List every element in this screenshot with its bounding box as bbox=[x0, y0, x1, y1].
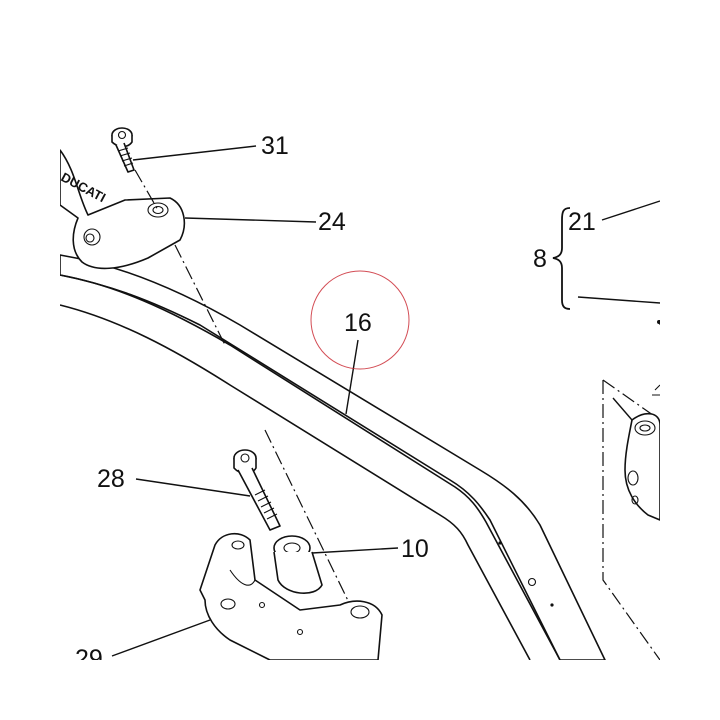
leader-switch bbox=[612, 397, 633, 421]
callout-31: 31 bbox=[261, 132, 289, 160]
switch-assembly-part-8[interactable] bbox=[602, 320, 661, 661]
upper-clamp-part-24[interactable]: DUCATI bbox=[59, 149, 186, 270]
bolt-part-31[interactable] bbox=[111, 127, 135, 173]
callout-10: 10 bbox=[401, 535, 429, 563]
callout-8: 8 bbox=[533, 245, 547, 273]
assembly-axis-upper bbox=[134, 169, 159, 211]
callout-28: 28 bbox=[97, 465, 125, 493]
leader-28 bbox=[135, 478, 251, 497]
lower-riser-part-29[interactable] bbox=[199, 532, 383, 661]
leader-21 bbox=[601, 200, 661, 221]
callout-16: 16 bbox=[344, 309, 372, 337]
leader-16 bbox=[345, 339, 359, 415]
group-brace bbox=[552, 207, 571, 310]
leader-8-lower bbox=[577, 296, 661, 304]
leader-10 bbox=[311, 547, 399, 554]
handlebar-part-16[interactable] bbox=[59, 254, 606, 661]
assembly-axis-clamp bbox=[174, 244, 226, 346]
leader-24 bbox=[184, 217, 317, 223]
highlight-circle bbox=[310, 270, 410, 370]
callout-21: 21 bbox=[568, 208, 596, 236]
bushing-part-10[interactable] bbox=[273, 535, 323, 594]
bolt-part-28[interactable] bbox=[233, 449, 281, 531]
leader-31 bbox=[132, 145, 257, 161]
assembly-axis-lower bbox=[264, 429, 356, 616]
leader-29 bbox=[111, 619, 211, 657]
callout-24: 24 bbox=[318, 208, 346, 236]
